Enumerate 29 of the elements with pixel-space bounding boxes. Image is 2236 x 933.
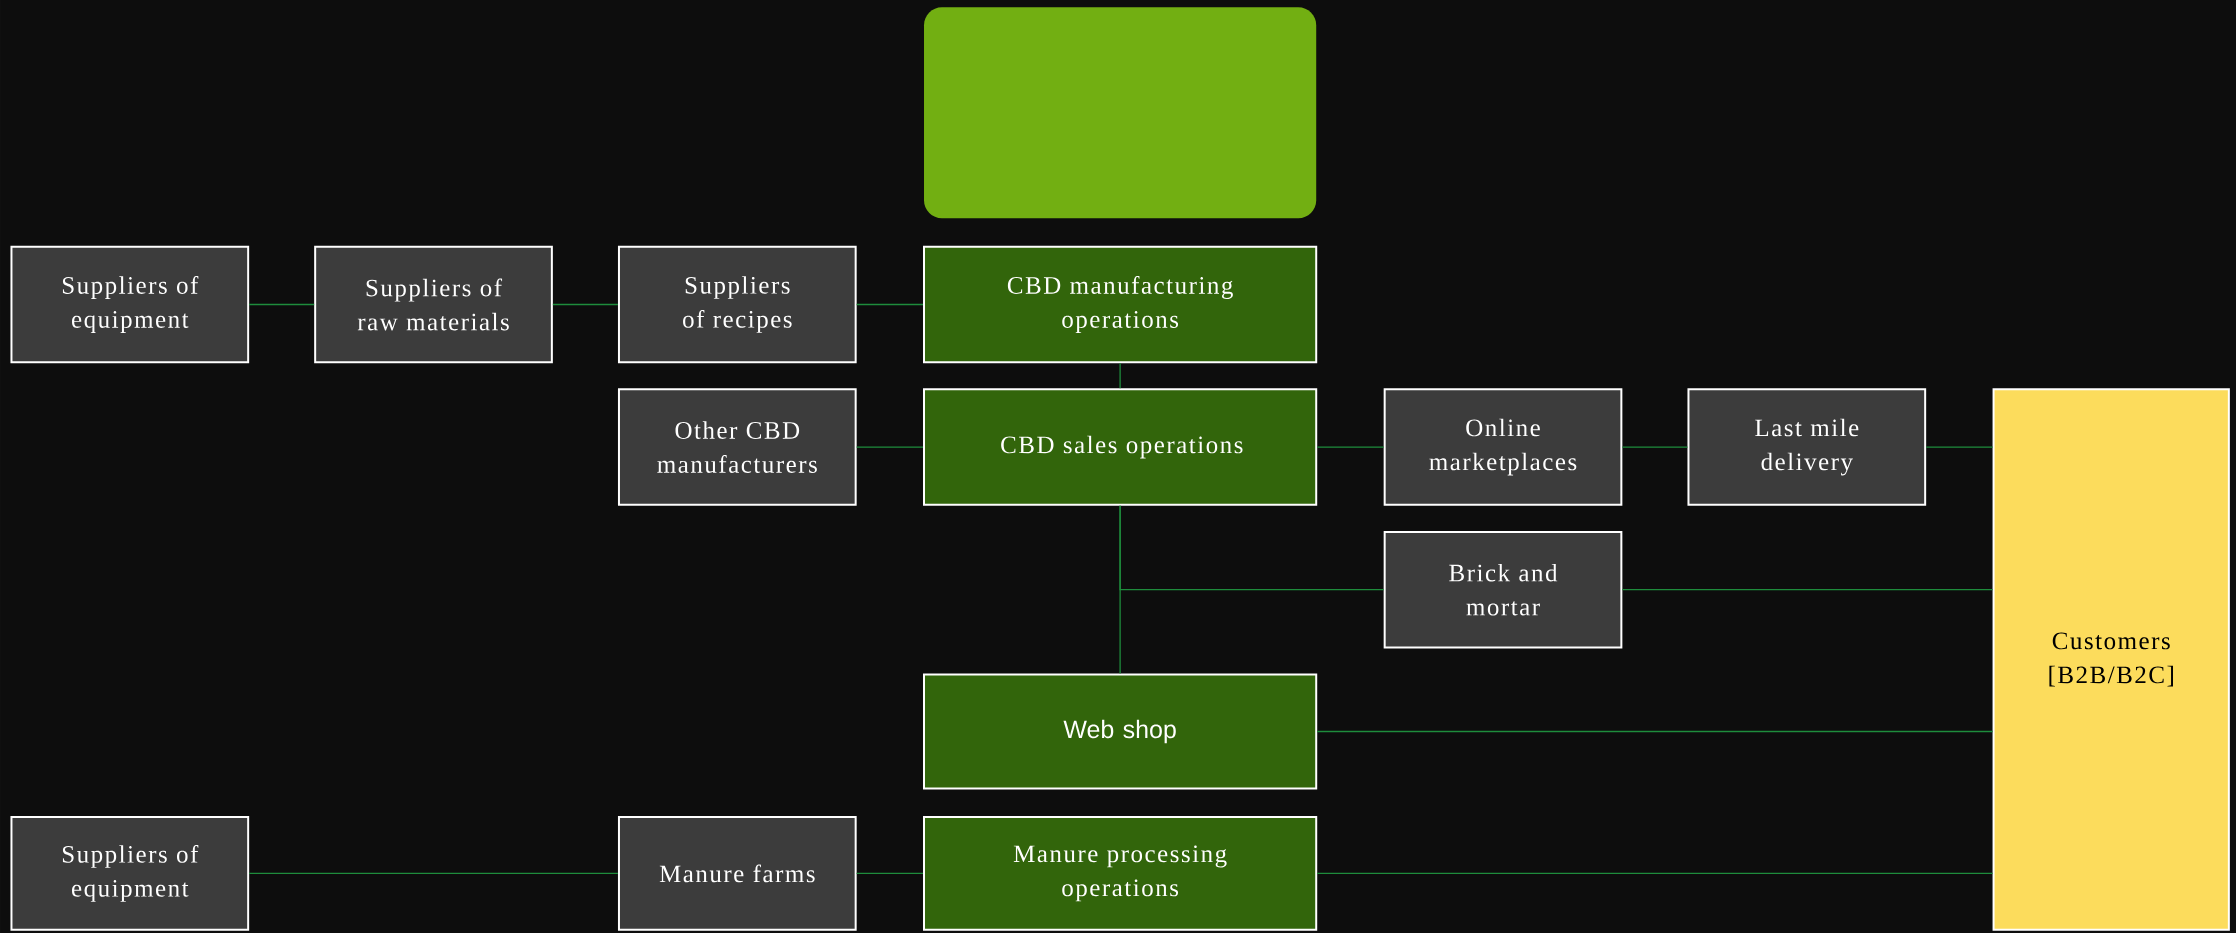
connector-line [1316, 446, 1385, 448]
connector-line [856, 872, 924, 875]
connector-line [1119, 505, 1121, 675]
operation-box: CBD manufacturing operations [923, 245, 1318, 364]
connector-line [856, 446, 924, 448]
connector-line [1621, 446, 1689, 448]
connector-line [1621, 589, 1994, 591]
operation-box: Manure processing operations [923, 816, 1318, 931]
connector-line [248, 872, 619, 875]
connector-line [856, 303, 924, 306]
connector-line [552, 303, 619, 306]
process-box: Last mile delivery [1687, 388, 1927, 506]
process-box: Manure farms [617, 816, 857, 931]
connector-line [1316, 872, 1994, 875]
process-box: Brick and mortar [1383, 530, 1623, 649]
operation-box: Web shop [923, 673, 1318, 790]
connector-line [1925, 446, 1994, 448]
process-box: Other CBD manufacturers [617, 388, 857, 506]
operation-box: CBD sales operations [923, 388, 1318, 506]
title-box [924, 7, 1317, 219]
process-box: Online marketplaces [1383, 388, 1623, 506]
connector-line [248, 303, 315, 306]
process-box: Suppliers of recipes [617, 245, 857, 364]
process-box: Suppliers of raw materials [314, 245, 553, 364]
connector-line [1316, 730, 1994, 733]
process-box: Suppliers of equipment [10, 816, 250, 931]
process-box: Suppliers of equipment [10, 245, 250, 364]
connector-line [1119, 362, 1121, 389]
customer-box: Customers [B2B/B2C] [1992, 388, 2230, 931]
